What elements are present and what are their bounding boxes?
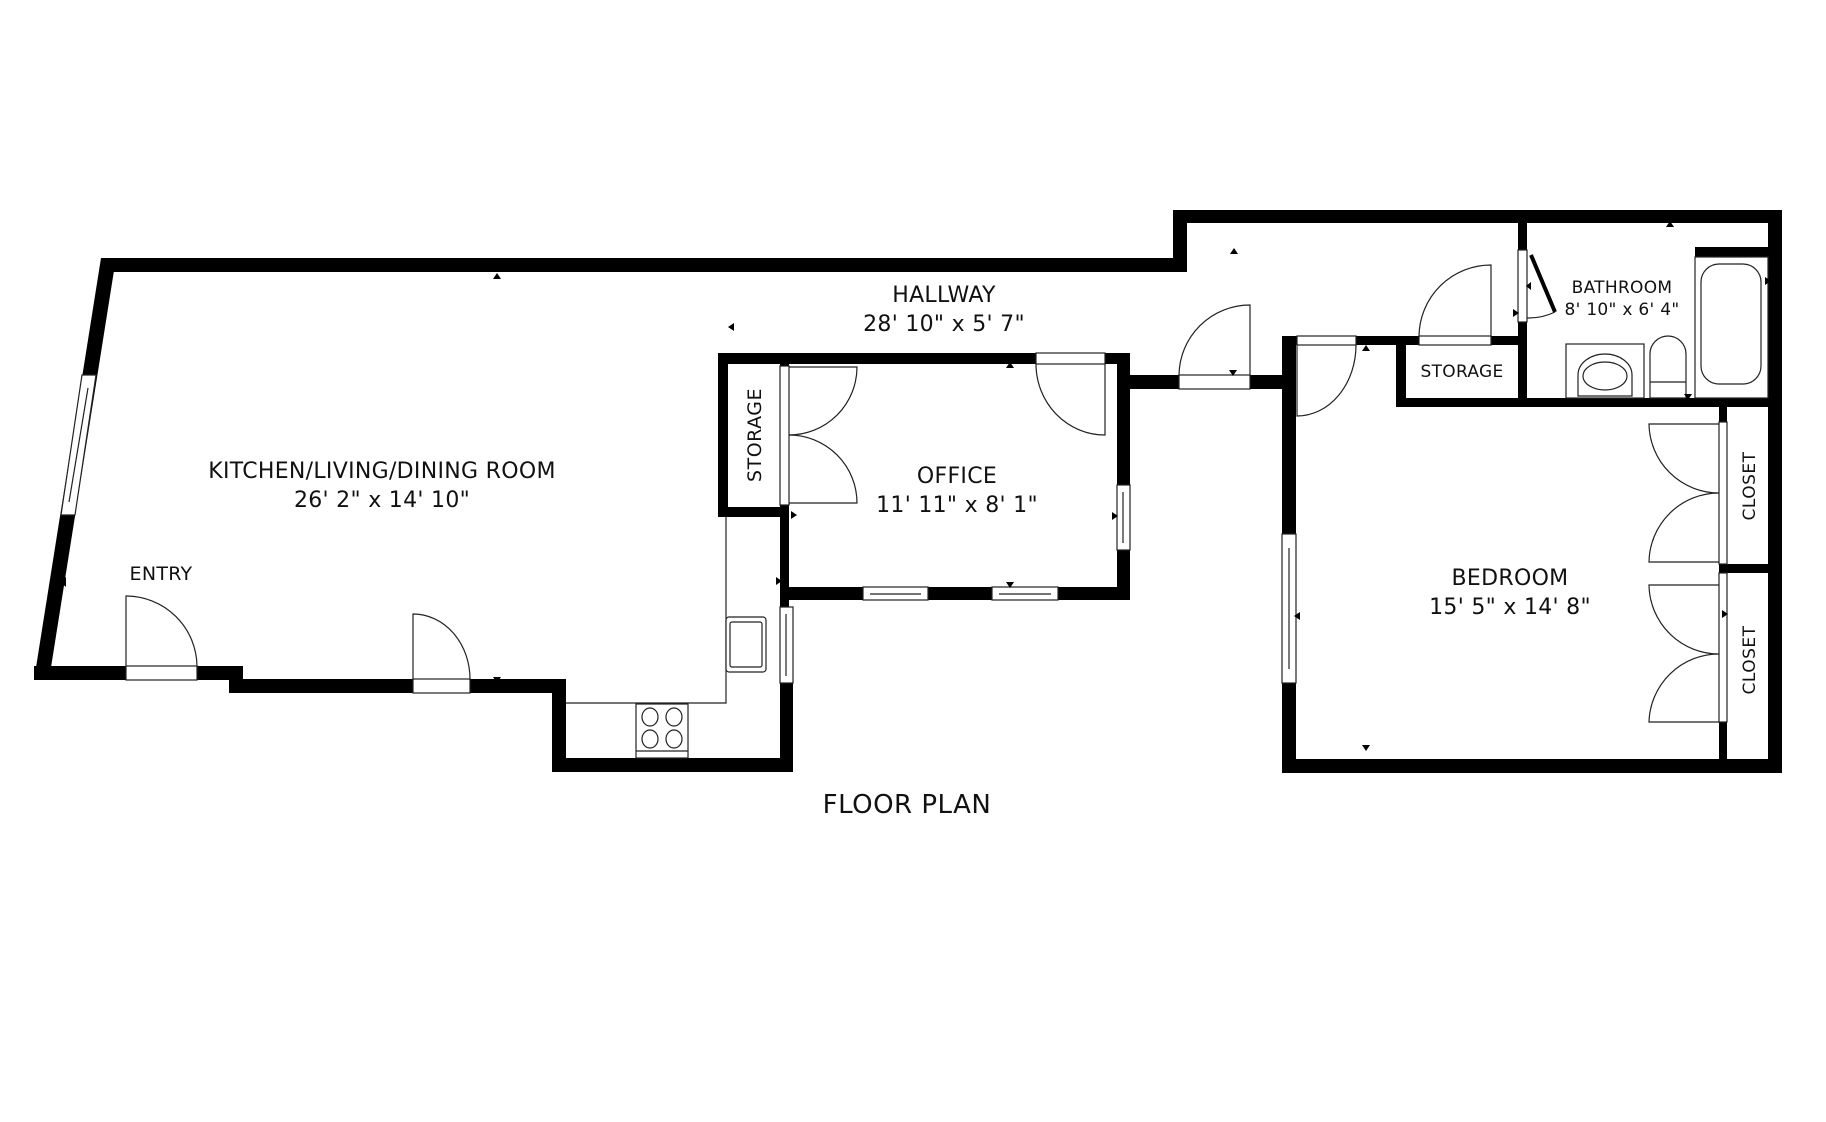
entry-door-swing: [125, 595, 198, 667]
entry-door-threshold: [125, 665, 198, 681]
room-dimensions: 28' 10" x 5' 7": [863, 311, 1025, 337]
bedroom-top-wall-a: [1282, 336, 1297, 345]
walls: [34, 210, 1782, 773]
closet-wall-bottom: [1719, 722, 1727, 762]
room-name: KITCHEN/LIVING/DINING ROOM: [208, 459, 556, 484]
hall-storage-door-threshold: [1418, 335, 1492, 346]
closet-divider: [1719, 564, 1782, 573]
storage-label: STORAGE: [1420, 362, 1504, 382]
bottom-wall-step-a: [197, 666, 231, 680]
hall-storage-bottom-wall: [1396, 398, 1782, 407]
doors: [125, 249, 1728, 723]
office-right-wall-upper: [1117, 353, 1130, 485]
hall-storage-door-swing: [1418, 264, 1492, 337]
hall-storage-left-wall: [1396, 336, 1406, 407]
office-door-threshold: [1035, 352, 1106, 365]
office-left-wall-lower: [780, 505, 789, 607]
kitchen-nook-right-lower: [780, 683, 793, 772]
room-name: OFFICE: [916, 464, 998, 489]
bathroom-sink-icon: [1565, 343, 1645, 399]
room-name: BEDROOM: [1451, 566, 1569, 591]
top-wall-step: [1173, 210, 1187, 272]
plan-title: FLOOR PLAN: [822, 790, 992, 820]
bedroom-left-wall-upper: [1282, 336, 1296, 534]
office-door-swing: [1035, 363, 1106, 436]
bedroom-door-swing: [1296, 344, 1357, 417]
storage-left-wall: [718, 353, 728, 517]
room-label-bedroom: BEDROOM 15' 5" x 14' 8": [1429, 565, 1591, 622]
bathroom-left-wall-upper: [1518, 210, 1527, 250]
wall-markers: [60, 221, 1771, 751]
bathtub-icon: [1694, 256, 1769, 399]
bottom-wall-mid: [229, 679, 413, 693]
office-bottom-wall-b: [928, 587, 992, 600]
hall-door-threshold: [1178, 374, 1251, 390]
area-label-storage-office: STORAGE: [744, 388, 766, 482]
area-label-closet-2: CLOSET: [1740, 625, 1760, 695]
top-wall-west: [101, 258, 1187, 272]
stove-icon: [635, 703, 689, 759]
storage-door-swing-a: [788, 366, 858, 436]
kitchen-nook-bottom: [552, 758, 793, 772]
storage-door-swing-b: [788, 434, 858, 504]
kitchen-counter: [566, 517, 727, 704]
hallway-bottom-wall-a: [1117, 375, 1179, 389]
closet-1-door: [1718, 421, 1728, 565]
room-label-office: OFFICE 11' 11" x 8' 1": [876, 463, 1038, 520]
entry-label: ENTRY: [129, 563, 193, 585]
toilet-icon: [1649, 335, 1687, 399]
area-label-entry: ENTRY: [130, 562, 193, 587]
closet-2-door: [1718, 572, 1728, 723]
storage-bottom-wall: [718, 507, 789, 517]
bottom-wall-entry: [34, 666, 126, 680]
bottom-wall-right: [470, 679, 566, 693]
office-bottom-wall-a: [780, 587, 863, 600]
kitchen-door-swing: [412, 613, 471, 680]
tub-top-wall: [1695, 247, 1768, 257]
top-wall-east: [1173, 210, 1782, 223]
room-dimensions: 8' 10" x 6' 4": [1564, 300, 1680, 321]
bedroom-top-wall-c: [1491, 336, 1527, 345]
bedroom-bottom-wall: [1282, 759, 1782, 773]
office-bottom-wall-c: [1058, 587, 1130, 600]
bath-door-threshold: [1517, 249, 1528, 323]
room-dimensions: 11' 11" x 8' 1": [876, 492, 1038, 518]
right-outer-wall: [1768, 210, 1782, 773]
room-label-kitchen: KITCHEN/LIVING/DINING ROOM 26' 2" x 14' …: [208, 458, 556, 515]
fixtures: [566, 256, 1769, 759]
room-name: BATHROOM: [1571, 278, 1673, 298]
room-label-bathroom: BATHROOM 8' 10" x 6' 4": [1565, 277, 1680, 321]
area-label-storage-hall: STORAGE: [1420, 361, 1503, 383]
bedroom-top-wall-b: [1356, 336, 1419, 345]
bath-door-leaf: [1529, 254, 1557, 313]
office-left-wall: [780, 362, 789, 368]
bathroom-left-wall-lower: [1518, 322, 1527, 407]
office-top-wall: [718, 353, 1036, 364]
area-label-closet-1: CLOSET: [1740, 451, 1760, 521]
room-name: HALLWAY: [892, 283, 996, 308]
room-dimensions: 26' 2" x 14' 10": [293, 487, 471, 513]
hall-door-swing: [1178, 304, 1251, 376]
bedroom-door-threshold: [1296, 335, 1357, 346]
bedroom-left-wall-lower: [1282, 683, 1296, 773]
room-label-hallway: HALLWAY 28' 10" x 5' 7": [863, 282, 1025, 339]
kitchen-door-threshold: [412, 678, 471, 694]
windows: [60, 374, 1297, 684]
storage-door-threshold: [779, 365, 790, 506]
closet-wall-top: [1719, 407, 1727, 422]
room-dimensions: 15' 5" x 14' 8": [1429, 594, 1591, 620]
kitchen-sink-icon: [725, 616, 767, 673]
kitchen-nook-left: [552, 679, 566, 772]
